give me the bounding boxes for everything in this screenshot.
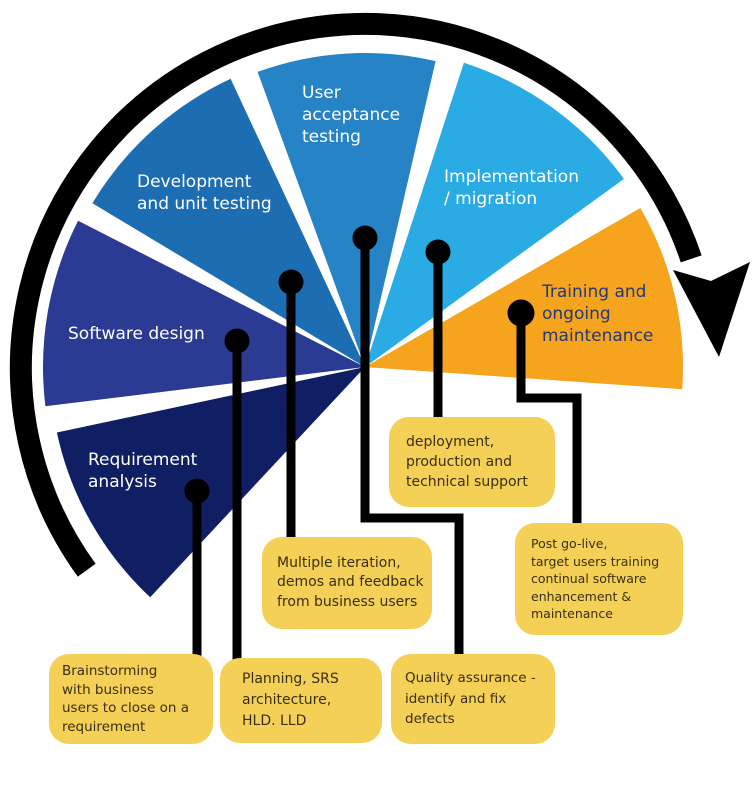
callout-deployment: deployment, production and technical sup… [389,417,555,507]
dot-implementation [425,239,451,265]
lifecycle-arrowhead-icon [673,262,750,357]
segment-user-acceptance-testing [257,53,436,368]
label-training-maintenance: Training and ongoing maintenance [542,282,654,346]
callout-multiple-iteration: Multiple iteration, demos and feedback f… [262,537,432,629]
label-development-unit-testing: Development and unit testing [137,172,272,214]
connector-user-acceptance-testing [360,238,464,656]
connector-training [516,313,582,525]
dot-training [507,299,535,327]
callout-post-go-live: Post go-live, target users training cont… [515,523,683,635]
dot-software-design [224,328,250,354]
callout-quality-assurance: Quality assurance - identify and fix def… [391,654,555,744]
label-software-design: Software design [68,324,205,344]
dot-development [278,269,304,295]
segment-development-unit-testing [92,78,366,368]
label-implementation-migration: Implementation / migration [444,167,579,209]
lifecycle-arrow-arc [9,12,702,577]
segment-implementation-migration [365,62,624,367]
label-requirement-analysis: Requirement analysis [88,450,198,492]
segment-software-design [43,220,365,407]
dot-requirement-analysis [184,478,210,504]
label-user-acceptance-testing: User acceptance testing [302,83,401,147]
callout-planning: Planning, SRS architecture, HLD. LLD [220,658,382,743]
segment-training-maintenance [365,208,683,390]
callout-brainstorming: Brainstorming with business users to clo… [49,654,213,744]
dot-user-acceptance-testing [352,225,378,251]
